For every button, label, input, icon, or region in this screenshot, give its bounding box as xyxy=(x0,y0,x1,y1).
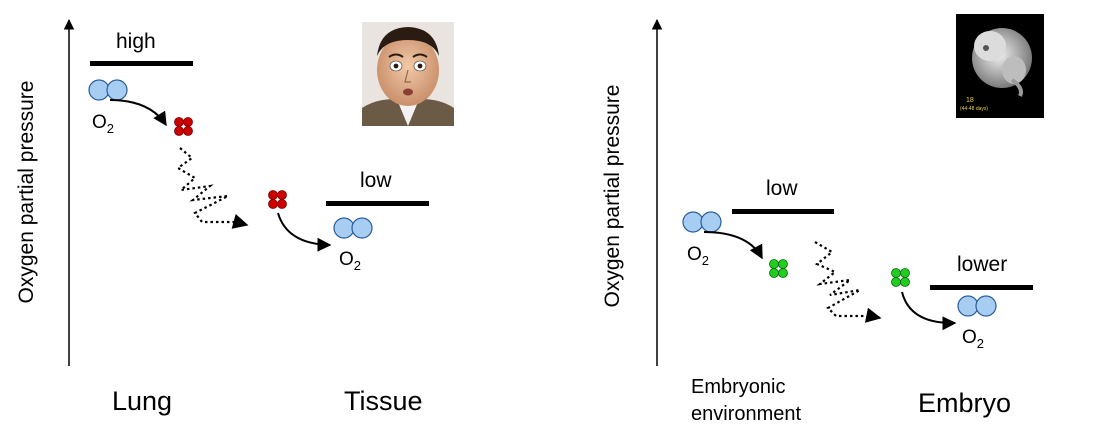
right-low-level-label: low xyxy=(766,177,798,200)
embryo-photo-icon: 18 (44-48 days) xyxy=(956,14,1044,118)
left-hemoglobin-tissue xyxy=(268,190,287,209)
right-binding-arrow xyxy=(703,231,763,260)
right-hemoglobin-embryo xyxy=(891,268,910,287)
right-category-embryonic-environment-line2: environment xyxy=(691,403,802,425)
left-category-tissue: Tissue xyxy=(344,386,423,416)
right-lower-level-label: lower xyxy=(957,253,1007,276)
left-o2-label-dest: O2 xyxy=(339,249,361,273)
left-o2-molecule-source xyxy=(88,79,128,101)
left-high-level-bar xyxy=(90,61,193,66)
left-o2-molecule-dest xyxy=(333,217,373,239)
right-category-embryonic-environment-line1: Embryonic xyxy=(691,376,785,398)
left-transport-wavy-arrow xyxy=(175,147,249,229)
right-transport-wavy-arrow xyxy=(814,241,882,323)
embryo-photo-caption-days: (44-48 days) xyxy=(960,106,988,112)
right-y-axis-label: Oxygen partial pressure xyxy=(601,85,624,308)
right-o2-molecule-dest xyxy=(957,295,997,317)
right-o2-label-dest: O2 xyxy=(962,327,984,351)
left-release-arrow xyxy=(277,212,332,252)
left-high-level-label: high xyxy=(116,30,156,53)
right-o2-molecule-source xyxy=(682,211,722,233)
right-release-arrow xyxy=(901,291,957,331)
left-low-level-bar xyxy=(326,201,429,206)
left-panel: Oxygen partial pressure high O2 xyxy=(15,18,454,416)
embryo-photo-caption-number: 18 xyxy=(966,97,974,104)
left-category-lung: Lung xyxy=(112,386,172,416)
left-y-axis-label: Oxygen partial pressure xyxy=(15,81,38,304)
person-face-photo-icon xyxy=(362,22,454,126)
right-low-level-bar xyxy=(732,209,834,214)
left-binding-arrow xyxy=(109,99,167,127)
right-category-embryo: Embryo xyxy=(918,388,1011,418)
right-o2-label-source: O2 xyxy=(687,244,709,268)
right-hemoglobin-loaded xyxy=(769,259,788,278)
right-panel: Oxygen partial pressure low O2 xyxy=(601,14,1044,425)
left-hemoglobin-loaded xyxy=(174,117,193,136)
right-lower-level-bar xyxy=(930,285,1033,290)
left-low-level-label: low xyxy=(360,169,392,192)
left-o2-label-source: O2 xyxy=(92,112,114,136)
